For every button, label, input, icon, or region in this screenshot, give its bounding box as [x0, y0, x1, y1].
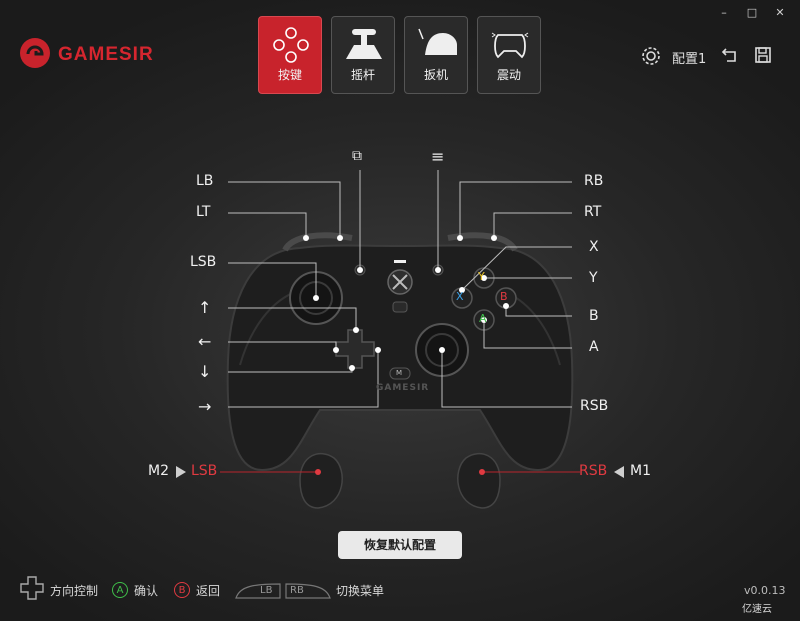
maximize-button[interactable]: □: [746, 6, 758, 19]
legend-b-icon: B: [174, 582, 190, 598]
legend-lb-icon: [234, 582, 282, 604]
profile-name[interactable]: 配置1: [672, 52, 707, 67]
undo-icon[interactable]: [721, 46, 739, 68]
label-lsb[interactable]: LSB: [190, 254, 217, 270]
face-b-label: B: [500, 290, 508, 303]
label-y[interactable]: Y: [589, 270, 598, 286]
label-b[interactable]: B: [589, 308, 599, 324]
rb-bumper: [447, 232, 518, 252]
watermark: 亿速云: [742, 604, 772, 615]
joystick-icon: [346, 29, 382, 59]
dpad-legend-icon: [20, 576, 44, 604]
m-button-label: M: [396, 369, 403, 377]
tab-trigger[interactable]: 扳机: [404, 16, 468, 94]
lb-bumper: [282, 232, 353, 252]
label-a[interactable]: A: [589, 339, 599, 355]
m2-paddle: [299, 452, 343, 509]
tab-buttons[interactable]: 按键: [258, 16, 322, 94]
vibration-controller-icon: [491, 32, 529, 59]
tab-label: 扳机: [423, 68, 448, 82]
legend-back-text: 返回: [196, 584, 221, 598]
legend-dpad-text: 方向控制: [50, 584, 99, 598]
controller-brand: GAMESIR: [376, 383, 430, 393]
legend-lb-text: LB: [260, 585, 273, 596]
legend-a-icon: A: [112, 582, 128, 598]
version-label: v0.0.13: [744, 584, 786, 597]
macro-m1-label: M1: [630, 463, 651, 479]
reset-default-button[interactable]: 恢复默认配置: [338, 531, 462, 559]
dpad-buttons-icon: [273, 27, 309, 63]
macro-m1-value[interactable]: RSB: [579, 463, 608, 479]
label-rb[interactable]: RB: [584, 173, 604, 189]
arrow-right-icon[interactable]: →: [198, 397, 212, 416]
face-x-label: X: [456, 290, 464, 303]
m1-paddle: [457, 452, 501, 509]
label-rsb[interactable]: RSB: [580, 398, 609, 414]
gamesir-logo-icon: [20, 38, 50, 68]
tab-joystick[interactable]: 摇杆: [331, 16, 395, 94]
menu-button-icon: ≡: [431, 147, 445, 166]
settings-gear-icon[interactable]: [640, 45, 662, 71]
legend-rb-text: RB: [290, 585, 304, 596]
m-button: [389, 367, 411, 380]
legend-confirm-text: 确认: [134, 584, 159, 598]
close-button[interactable]: ✕: [775, 6, 785, 19]
label-x[interactable]: X: [589, 239, 599, 255]
trigger-icon: [418, 28, 457, 55]
legend-rb-icon: [284, 582, 332, 604]
macro-m2-value[interactable]: LSB: [191, 463, 218, 479]
arrow-left-icon[interactable]: ←: [198, 332, 212, 351]
share-button: [392, 301, 408, 313]
save-icon[interactable]: [754, 46, 772, 68]
tab-label: 摇杆: [350, 68, 375, 82]
tab-label: 震动: [496, 68, 521, 82]
face-a-label: A: [479, 312, 487, 325]
arrow-down-icon[interactable]: ↓: [198, 362, 212, 381]
view-button-icon: ⧉: [352, 148, 362, 164]
m2-arrow-icon: [176, 466, 186, 478]
tab-label: 按键: [277, 68, 302, 82]
arrow-up-icon[interactable]: ↑: [198, 298, 212, 317]
label-lt[interactable]: LT: [196, 204, 211, 220]
minimize-button[interactable]: –: [721, 6, 727, 19]
label-rt[interactable]: RT: [584, 204, 602, 220]
legend-switch-menu-text: 切换菜单: [336, 584, 385, 598]
brand-name: GAMESIR: [58, 44, 154, 65]
face-y-label: Y: [478, 270, 485, 283]
tab-vibration[interactable]: 震动: [477, 16, 541, 94]
m1-arrow-icon: [614, 466, 624, 478]
macro-m2-label: M2: [148, 463, 169, 479]
label-lb[interactable]: LB: [196, 173, 214, 189]
